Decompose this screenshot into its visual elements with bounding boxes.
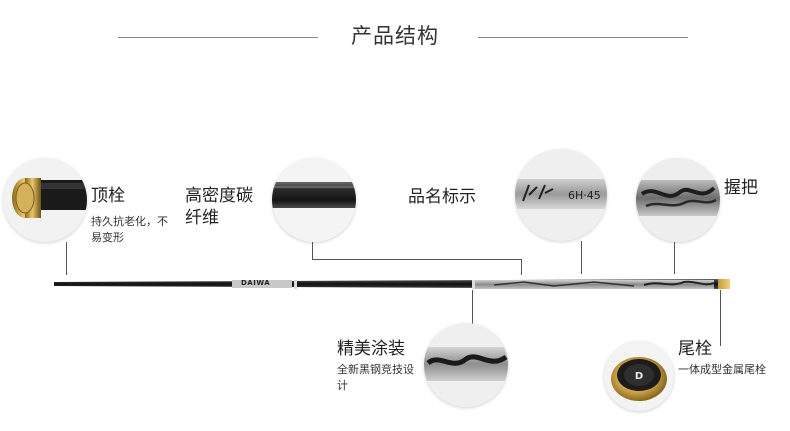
carbon-label-1: 高密度碳 — [185, 186, 253, 206]
svg-text:D: D — [635, 371, 643, 382]
grip-image — [636, 158, 720, 242]
coating-image — [424, 323, 508, 407]
coating-desc-2: 计 — [337, 379, 348, 392]
coating-leader — [472, 290, 473, 327]
carbon-leader-v1 — [312, 242, 313, 260]
header-rule-right — [478, 37, 688, 38]
grip-leader — [674, 242, 675, 274]
top-cap-desc-1: 持久抗老化，不 — [91, 215, 168, 228]
tail-cap-label: 尾栓 — [678, 339, 712, 359]
tail-cap-leader — [720, 290, 721, 346]
product-code-text: 6H·45 — [568, 189, 601, 202]
header-rule-left — [118, 37, 318, 38]
product-name-leader — [581, 241, 582, 274]
page-title: 产品结构 — [351, 24, 439, 48]
tail-cap-desc: 一体成型金属尾栓 — [678, 363, 766, 376]
fishing-rod — [54, 278, 730, 290]
coating-desc-1: 全新黑钢竞技设 — [337, 363, 414, 376]
carbon-leader-v2 — [521, 259, 522, 275]
grip-label: 握把 — [724, 178, 758, 198]
carbon-fiber-image — [272, 158, 356, 242]
top-cap-leader — [66, 242, 67, 275]
top-cap-image — [3, 158, 87, 242]
product-name-image — [515, 149, 607, 241]
top-cap-desc-2: 易变形 — [91, 231, 124, 244]
carbon-leader-h — [312, 259, 522, 260]
coating-label: 精美涂装 — [337, 339, 405, 359]
tail-cap-image: D — [604, 341, 674, 411]
top-cap-label: 顶栓 — [91, 186, 125, 206]
carbon-label-2: 纤维 — [185, 208, 219, 228]
rod-brand-text: DAIWA — [241, 279, 271, 287]
product-name-label: 品名标示 — [408, 187, 476, 207]
